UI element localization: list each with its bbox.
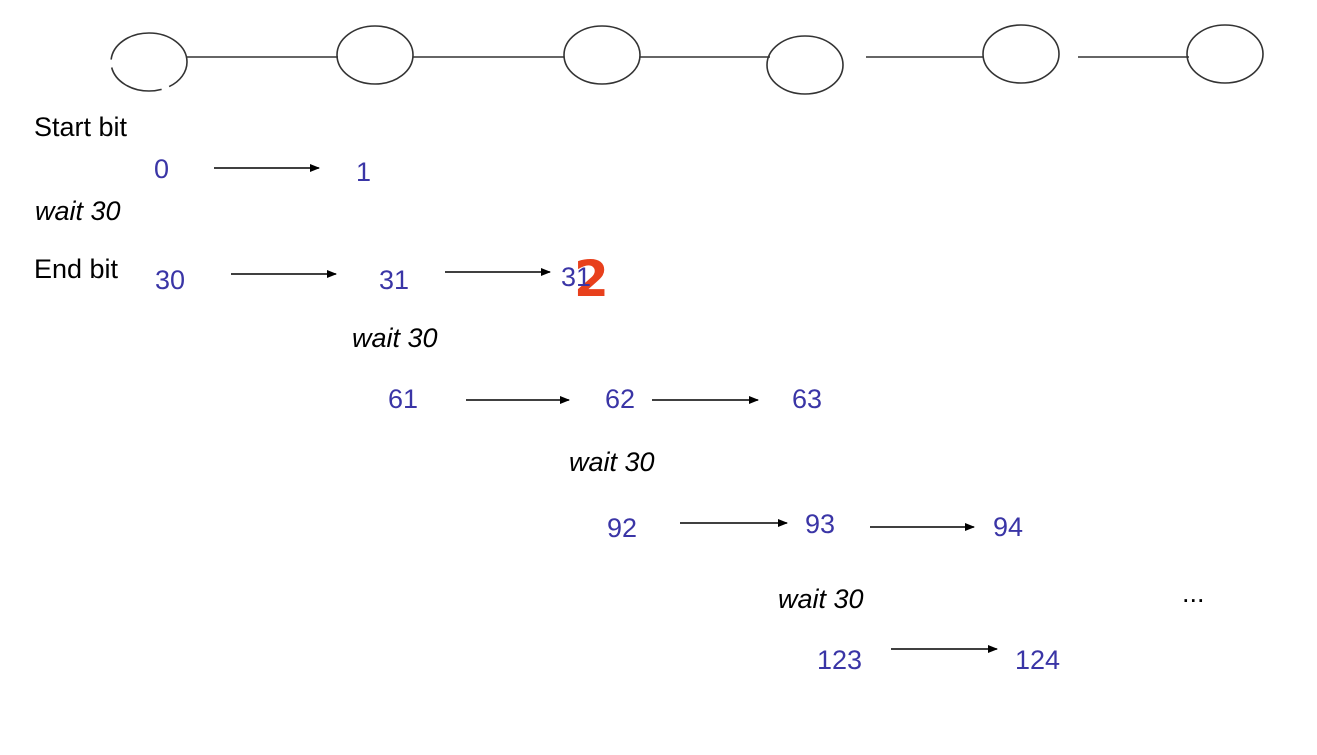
wait-label-4: wait 30 <box>778 584 864 614</box>
node <box>336 25 414 85</box>
wait-label-3: wait 30 <box>569 447 655 477</box>
step-number: 63 <box>792 384 823 414</box>
step-number: 123 <box>817 645 863 675</box>
step-number: 31 <box>379 265 410 295</box>
step-number: 61 <box>388 384 419 414</box>
start-bit-label: Start bit <box>34 112 128 142</box>
node <box>766 35 844 95</box>
wait-label-2: wait 30 <box>352 323 438 353</box>
node <box>1186 24 1264 84</box>
step-number: 93 <box>805 509 836 539</box>
node-chain <box>110 24 1264 95</box>
step-number: 92 <box>607 513 638 543</box>
step-number: 30 <box>155 265 186 295</box>
step-number: 31 <box>561 262 592 292</box>
step-number: 0 <box>154 154 170 184</box>
step-number: 1 <box>356 157 372 187</box>
step-number: 124 <box>1015 645 1061 675</box>
step-number: 94 <box>993 512 1024 542</box>
node <box>563 25 641 85</box>
wait-label-1: wait 30 <box>35 196 121 226</box>
handwritten-correction: 2 <box>574 250 609 308</box>
ellipsis: ... <box>1182 578 1205 608</box>
end-bit-label: End bit <box>34 254 119 284</box>
node-dashed <box>110 32 188 92</box>
step-number: 62 <box>605 384 636 414</box>
node <box>982 24 1060 84</box>
